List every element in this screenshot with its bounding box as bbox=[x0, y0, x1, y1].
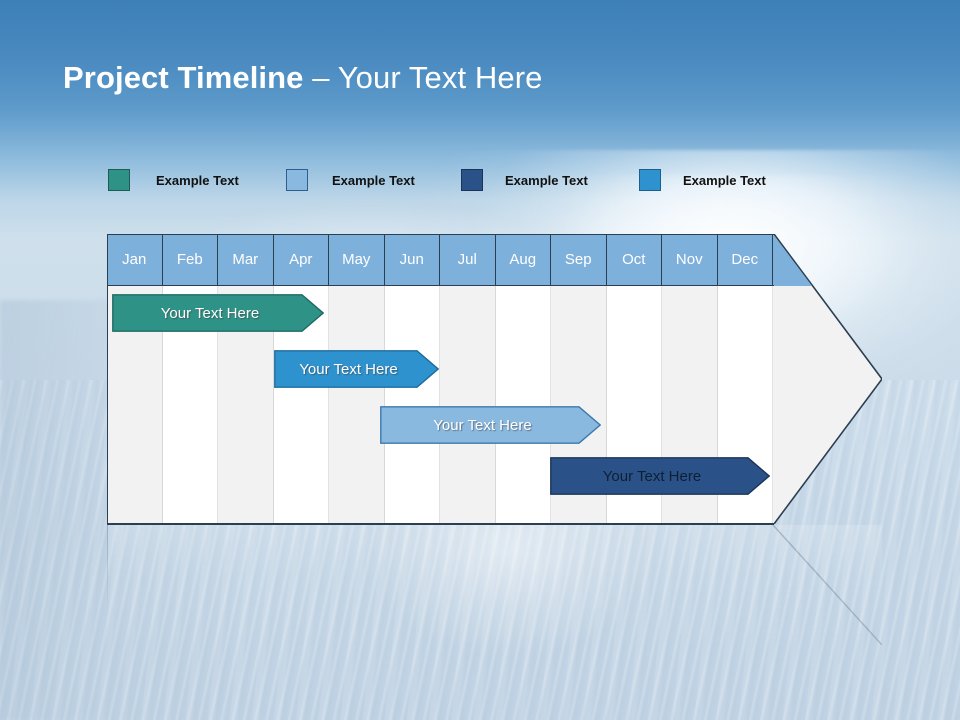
legend-swatch-icon bbox=[108, 169, 130, 191]
table-reflection bbox=[107, 525, 882, 655]
column-divider bbox=[161, 285, 163, 523]
column-divider bbox=[772, 285, 773, 523]
month-header-apr[interactable]: Apr bbox=[273, 234, 329, 285]
legend-item-label: Example Text bbox=[683, 172, 766, 188]
page-title-rest: – Your Text Here bbox=[303, 60, 543, 95]
timeline-bar-arrow-shape bbox=[380, 406, 601, 444]
arrow-tip-header-fill bbox=[773, 234, 812, 286]
month-header-may[interactable]: May bbox=[329, 234, 385, 285]
page-title: Project Timeline – Your Text Here bbox=[63, 59, 542, 97]
month-header-jul[interactable]: Jul bbox=[440, 234, 496, 285]
month-header-mar[interactable]: Mar bbox=[218, 234, 274, 285]
month-header-jan[interactable]: Jan bbox=[107, 234, 163, 285]
legend-item[interactable]: Example Text bbox=[639, 169, 766, 191]
column-divider bbox=[550, 285, 551, 523]
month-header-dec[interactable]: Dec bbox=[717, 234, 773, 285]
column-divider bbox=[272, 285, 274, 523]
timeline-bar[interactable]: Your Text Here bbox=[112, 294, 324, 332]
column-divider bbox=[494, 285, 496, 523]
timeline-bar-label: Your Text Here bbox=[433, 416, 532, 434]
page-title-bold: Project Timeline bbox=[63, 60, 304, 95]
table-header-underline bbox=[107, 285, 774, 286]
month-header-sep[interactable]: Sep bbox=[551, 234, 607, 285]
legend-item-label: Example Text bbox=[156, 172, 239, 188]
reflection-arrow-edge bbox=[772, 525, 882, 645]
month-header-jun[interactable]: Jun bbox=[384, 234, 440, 285]
timeline-column-jan: Jan bbox=[107, 234, 163, 523]
title-band: Project Timeline – Your Text Here bbox=[0, 0, 960, 120]
month-header-feb[interactable]: Feb bbox=[162, 234, 218, 285]
timeline-bar-arrow-shape bbox=[112, 294, 324, 332]
column-divider bbox=[328, 285, 329, 523]
timeline-column-mar: Mar bbox=[218, 234, 274, 523]
legend-item[interactable]: Example Text bbox=[286, 169, 415, 191]
column-divider bbox=[383, 285, 385, 523]
column-divider bbox=[716, 285, 718, 523]
reflection-body bbox=[107, 525, 882, 655]
column-divider bbox=[217, 285, 218, 523]
timeline-bar[interactable]: Your Text Here bbox=[550, 457, 770, 495]
column-divider bbox=[661, 285, 662, 523]
timeline-bar-arrow-shape bbox=[550, 457, 770, 495]
timeline-bar[interactable]: Your Text Here bbox=[380, 406, 601, 444]
table-top-border bbox=[107, 234, 774, 235]
month-header-nov[interactable]: Nov bbox=[662, 234, 718, 285]
legend-swatch-icon bbox=[639, 169, 661, 191]
timeline-bar-label: Your Text Here bbox=[299, 360, 398, 378]
month-header-oct[interactable]: Oct bbox=[606, 234, 662, 285]
legend-swatch-icon bbox=[286, 169, 308, 191]
column-divider bbox=[605, 285, 607, 523]
timeline-bar-label: Your Text Here bbox=[602, 467, 702, 485]
table-left-border bbox=[107, 234, 108, 524]
timeline-column-aug: Aug bbox=[495, 234, 551, 523]
timeline-bar[interactable]: Your Text Here bbox=[274, 350, 439, 388]
legend-item[interactable]: Example Text bbox=[108, 169, 239, 191]
table-bottom-border bbox=[107, 523, 774, 525]
timeline-bar-label: Your Text Here bbox=[160, 304, 260, 322]
timeline-column-jul: Jul bbox=[440, 234, 496, 523]
reflection-left-edge bbox=[107, 525, 108, 615]
column-divider bbox=[439, 285, 440, 523]
legend-swatch-icon bbox=[461, 169, 483, 191]
legend-item[interactable]: Example Text bbox=[461, 169, 588, 191]
month-header-aug[interactable]: Aug bbox=[495, 234, 551, 285]
timeline-bar-arrow-shape bbox=[274, 350, 439, 388]
timeline-column-feb: Feb bbox=[162, 234, 218, 523]
legend-item-label: Example Text bbox=[332, 172, 415, 188]
legend-item-label: Example Text bbox=[505, 172, 588, 188]
